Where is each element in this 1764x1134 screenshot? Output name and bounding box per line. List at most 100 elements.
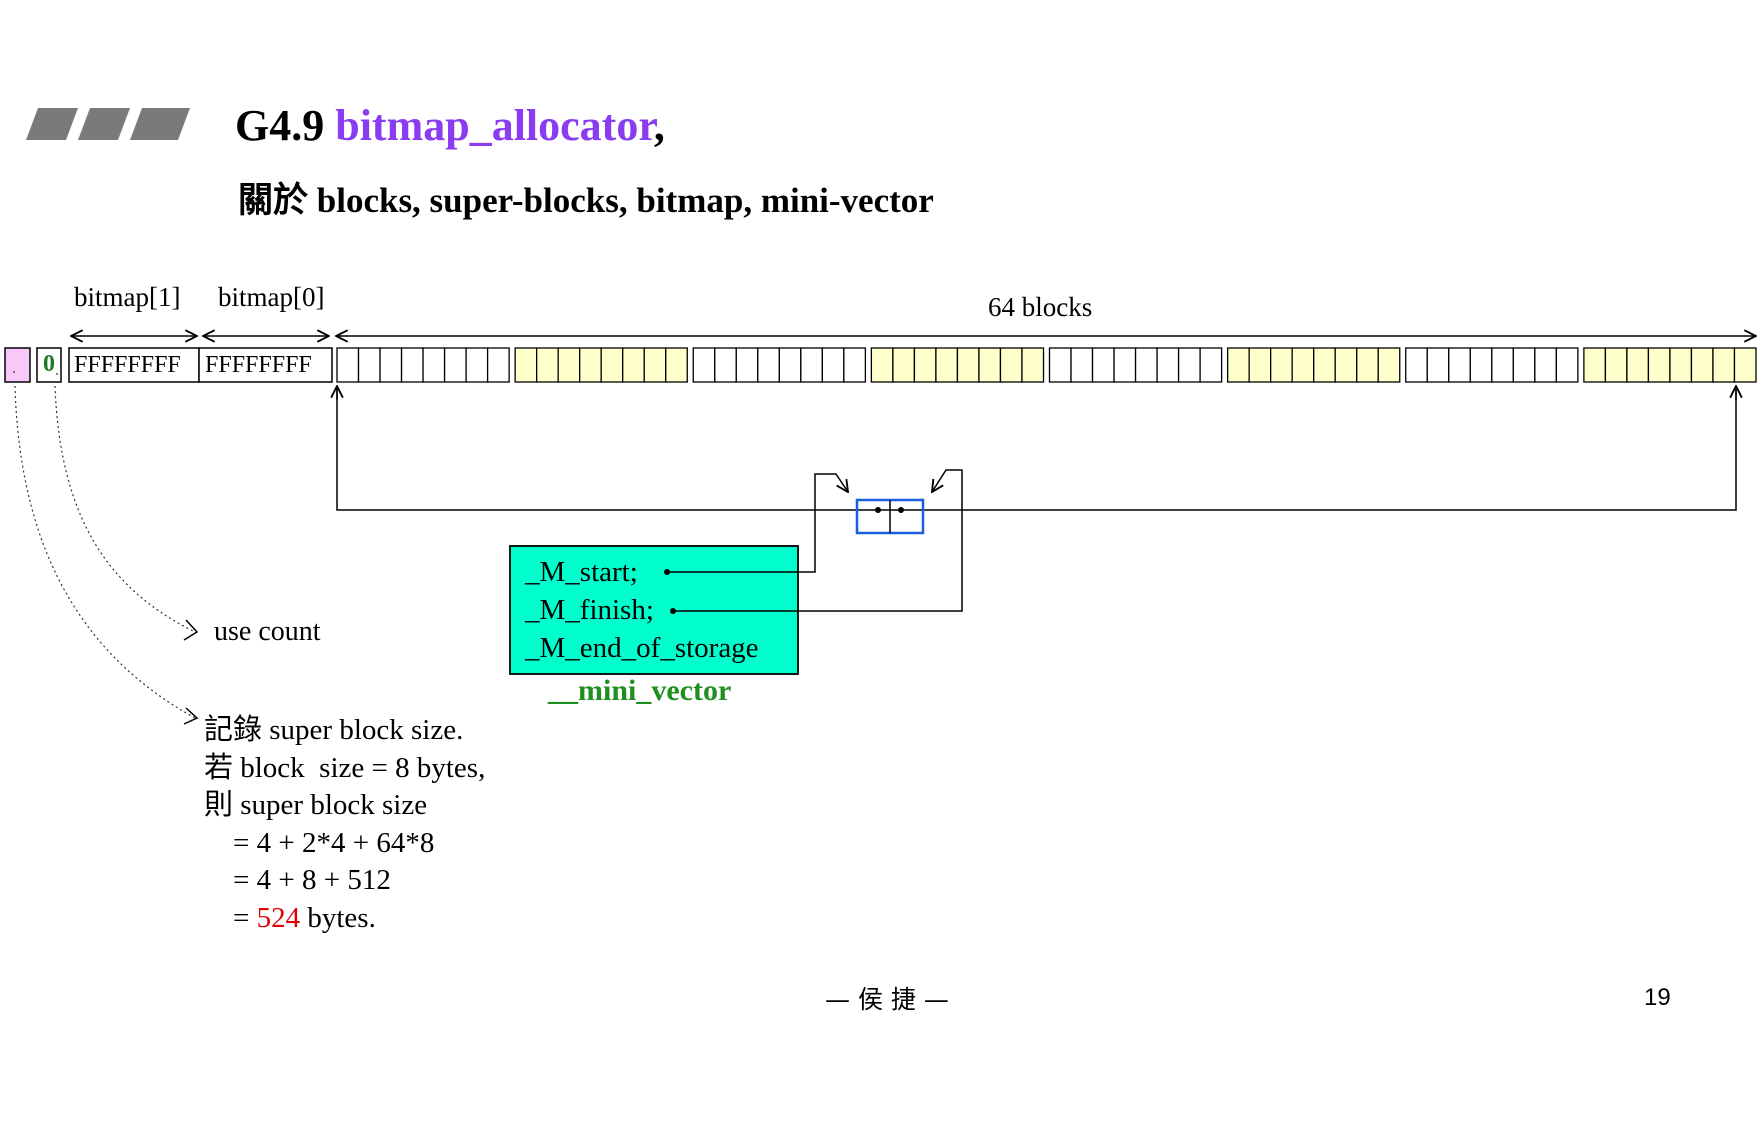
note-total-value: 524	[256, 901, 301, 934]
mini-vector-field-end-of-storage: _M_end_of_storage	[525, 632, 759, 664]
block-cell	[557, 347, 581, 383]
mini-vector-box	[509, 545, 799, 675]
block-cell	[778, 347, 802, 383]
block-cell	[336, 347, 360, 383]
block-cell	[422, 347, 446, 383]
use-count-cell-dot	[56, 373, 58, 375]
use-count-leader	[54, 385, 196, 633]
block-cell	[692, 347, 716, 383]
bitmap1-value: FFFFFFFF	[74, 352, 181, 378]
block-cell	[1555, 347, 1579, 383]
block-cell	[600, 347, 624, 383]
block-cell	[1491, 347, 1514, 383]
pointer-dot-right	[898, 507, 904, 513]
block-cell	[1712, 347, 1736, 383]
block-cell	[1291, 347, 1315, 383]
block-cell	[1113, 347, 1137, 383]
block-cell	[821, 347, 845, 383]
block-cell	[1448, 347, 1471, 383]
block-cell	[999, 347, 1023, 383]
block-cell	[379, 347, 403, 383]
block-cell	[1226, 347, 1250, 383]
block-cell	[579, 347, 602, 383]
block-cell	[1669, 347, 1693, 383]
block-cell	[400, 347, 424, 383]
size-leader-head	[183, 707, 199, 725]
block-cell	[622, 347, 645, 383]
block-cell	[1091, 347, 1115, 383]
block-cell	[1156, 347, 1180, 383]
block-cell	[757, 347, 780, 383]
note-line-4: = 4 + 2*4 + 64*8	[204, 826, 435, 859]
mini-vector-field-start: _M_start;	[525, 556, 638, 588]
block-cell	[1199, 347, 1223, 383]
use-count-label: use count	[214, 616, 321, 647]
bitmap0-label: bitmap[0]	[218, 282, 325, 312]
block-cell	[1469, 347, 1493, 383]
super-block-size-note: 記錄 super block size. 若 block size = 8 by…	[204, 712, 485, 937]
block-cell	[1534, 347, 1558, 383]
block-cell	[800, 347, 824, 383]
block-cell	[443, 347, 467, 383]
block-cell	[1177, 347, 1201, 383]
note-line-5: = 4 + 8 + 512	[204, 864, 391, 896]
block-cell	[357, 347, 381, 383]
note-line-1: 記錄 super block size.	[204, 714, 464, 746]
block-cell	[956, 347, 980, 383]
block-cell	[665, 347, 688, 383]
size-cell-dot	[13, 371, 15, 373]
bitmap0-cell	[198, 347, 333, 383]
super-block-size-cell	[4, 347, 31, 383]
block-cell	[514, 347, 538, 383]
block-cell	[843, 347, 867, 383]
block-cell	[935, 347, 959, 383]
size-leader	[14, 385, 196, 719]
block-cell	[1356, 347, 1379, 383]
pointer-dot-left	[875, 507, 881, 513]
block-cell	[1626, 347, 1650, 383]
blocks-label: 64 blocks	[988, 292, 1093, 322]
block-cell	[1647, 347, 1671, 383]
title-accent: bitmap_allocator	[335, 101, 654, 150]
start-end-connector	[336, 386, 1737, 511]
bitmap1-label: bitmap[1]	[74, 282, 181, 312]
bitmap1-cell	[68, 347, 200, 383]
block-cell	[1604, 347, 1628, 383]
title-suffix: ,	[653, 101, 665, 150]
page-number: 19	[1644, 984, 1671, 1011]
note-line-3: 則 super block size	[204, 789, 428, 821]
mini-vector-caption: __mini_vector	[548, 674, 732, 707]
use-count-cell	[36, 347, 62, 383]
m-finish-pointer	[673, 469, 963, 612]
block-cell	[1405, 347, 1428, 383]
block-cell	[1583, 347, 1607, 383]
block-cell	[1270, 347, 1293, 383]
block-cell	[1377, 347, 1401, 383]
block-cell	[643, 347, 667, 383]
block-cell	[486, 347, 510, 383]
bitmap0-value: FFFFFFFF	[205, 352, 312, 378]
page-subtitle: 關於 blocks, super-blocks, bitmap, mini-ve…	[238, 181, 934, 220]
block-cell	[1426, 347, 1450, 383]
note-line-6-suffix: bytes.	[300, 901, 376, 934]
block-cell	[913, 347, 937, 383]
footer-author: — 侯 捷 —	[825, 985, 949, 1014]
use-count-value: 0	[43, 351, 55, 377]
mini-vector-field-finish: _M_finish;	[525, 594, 654, 626]
block-cell	[1048, 347, 1072, 383]
block-cell	[1512, 347, 1536, 383]
block-cell	[1134, 347, 1158, 383]
title-prefix: G4.9	[235, 101, 336, 150]
block-cell	[1070, 347, 1094, 383]
note-line-6-prefix: =	[204, 901, 257, 934]
page-title: G4.9 bitmap_allocator,	[235, 100, 665, 151]
use-count-leader-head	[183, 619, 199, 641]
block-cell	[1021, 347, 1045, 383]
title-decoration-bars	[26, 108, 190, 140]
note-line-2: 若 block size = 8 bytes,	[204, 751, 486, 784]
block-cell	[1733, 347, 1757, 383]
block-cell	[870, 347, 894, 383]
block-cell	[535, 347, 559, 383]
block-cell	[978, 347, 1002, 383]
